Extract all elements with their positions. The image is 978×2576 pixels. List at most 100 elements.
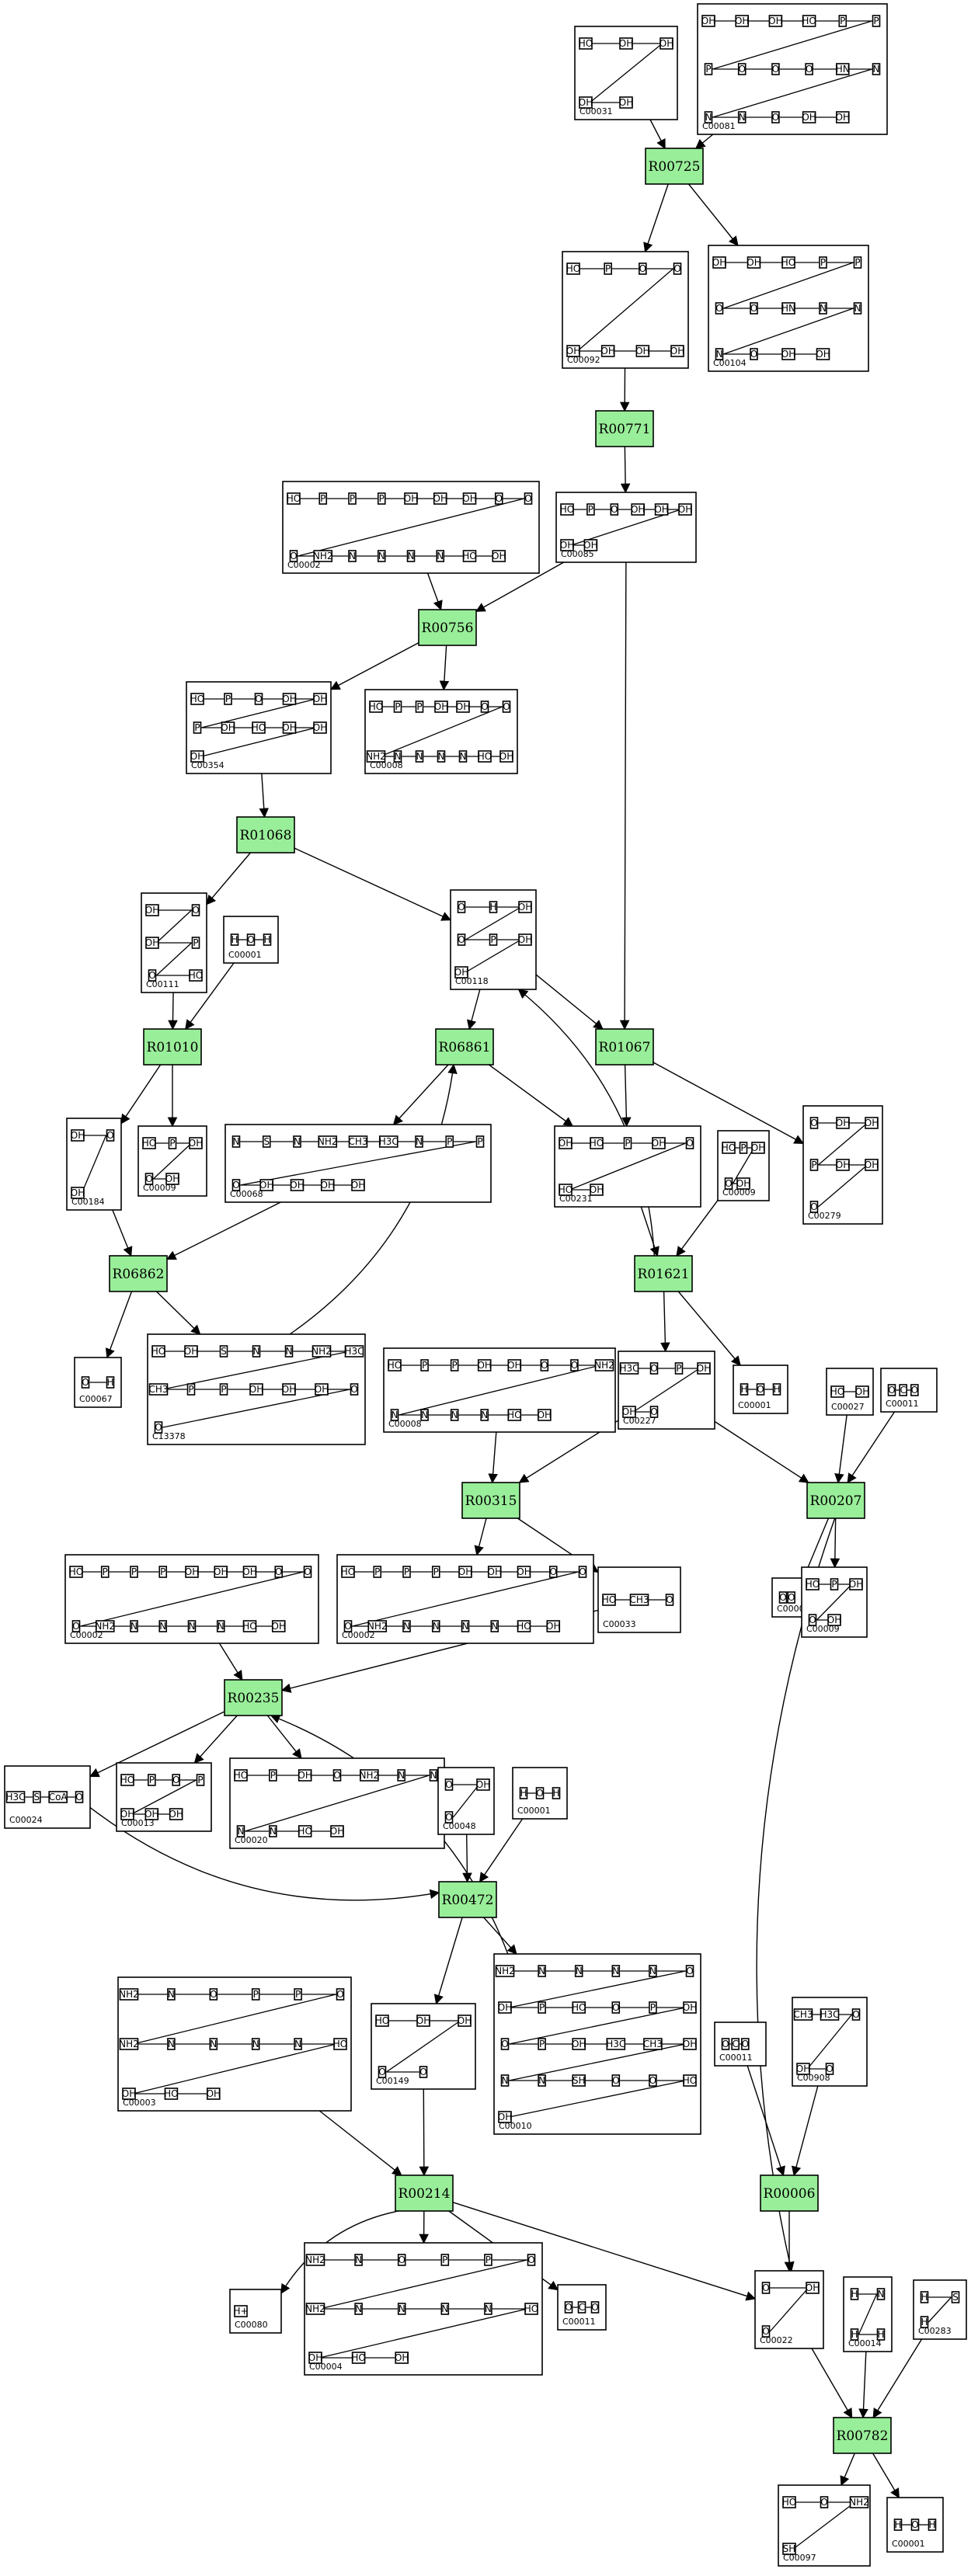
atom-label: OH <box>802 112 816 123</box>
atom-label: N <box>438 751 445 762</box>
atom-label: CH3 <box>629 1594 649 1605</box>
reaction-r00235[interactable]: R00235 <box>224 1679 283 1716</box>
reaction-r00006[interactable]: R00006 <box>760 2174 819 2212</box>
atom-label: OH <box>404 493 418 504</box>
reaction-edge <box>535 974 604 1030</box>
atom-label: P <box>422 1360 427 1371</box>
atom-label: OH <box>747 257 760 268</box>
atom-label: H <box>851 2289 858 2300</box>
compound-id: C00002 <box>70 1630 103 1640</box>
atom-label: OH <box>308 2352 322 2363</box>
atom-label: N <box>252 2039 259 2049</box>
reaction-edge <box>694 134 714 149</box>
atom-label: O <box>686 1138 693 1149</box>
atom-label: HO <box>517 1621 531 1632</box>
reaction-r01010[interactable]: R01010 <box>143 1028 202 1066</box>
reaction-r00756[interactable]: R00756 <box>418 609 477 646</box>
atom-label: OH <box>488 1566 502 1577</box>
reaction-r00771[interactable]: R00771 <box>595 410 654 447</box>
reaction-r06861[interactable]: R06861 <box>435 1028 494 1066</box>
atom-label: HN <box>836 64 850 75</box>
atom-label: P <box>221 1384 226 1395</box>
atom-label: O <box>666 1594 673 1605</box>
atom-label: O <box>72 1621 79 1632</box>
reaction-r00315[interactable]: R00315 <box>461 1482 520 1519</box>
atom-label: O <box>541 1360 548 1371</box>
atom-label: P <box>477 1136 482 1147</box>
molecule-bonds <box>928 2296 952 2323</box>
reaction-r00472[interactable]: R00472 <box>438 1881 497 1918</box>
reaction-r00782[interactable]: R00782 <box>833 2417 892 2454</box>
atom-label: P <box>320 493 325 504</box>
atom-label: N <box>270 1826 277 1837</box>
atom-label: O <box>650 1363 657 1374</box>
compound-id: C00104 <box>713 358 747 368</box>
atom-label: HO <box>189 970 203 981</box>
reaction-r00725[interactable]: R00725 <box>645 148 704 185</box>
molecule-bonds <box>80 1571 304 1627</box>
compound-c00080[interactable]: H+C00080 <box>229 2289 282 2334</box>
reaction-r06862[interactable]: R06862 <box>109 1255 168 1292</box>
atom-label: O <box>106 1130 113 1141</box>
atom-label: H3C <box>820 2009 839 2020</box>
reaction-id: R00782 <box>837 2428 889 2444</box>
reaction-edge <box>193 1715 238 1764</box>
atom-label: CoA <box>49 1792 68 1803</box>
atom-label: H <box>552 1788 559 1799</box>
reaction-r01067[interactable]: R01067 <box>595 1028 654 1066</box>
reaction-edge <box>89 1806 440 1901</box>
reaction-r01621[interactable]: R01621 <box>634 1255 693 1292</box>
atom-label: O <box>458 902 465 913</box>
reaction-r00207[interactable]: R00207 <box>806 1482 865 1519</box>
reaction-r00214[interactable]: R00214 <box>395 2174 454 2212</box>
reaction-r01068[interactable]: R01068 <box>236 816 295 853</box>
